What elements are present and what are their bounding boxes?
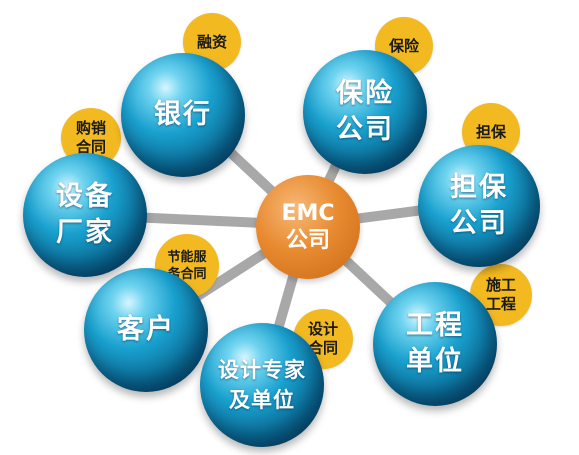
hub-label-line2: 公司 [285, 228, 330, 253]
partner-label-line2: 及单位 [229, 388, 295, 412]
partner-label-line1: 担保 [450, 172, 508, 203]
partner-node-guarantee-company: 担保 公司 [418, 145, 540, 267]
partner-label-line1: 工程 [406, 310, 464, 341]
hub-node-emc-company: EMC 公司 [256, 175, 360, 279]
relation-label-line1: 节能服 [167, 250, 207, 265]
partner-label-line2: 厂家 [56, 217, 114, 248]
relation-label-line2: 合同 [307, 339, 338, 357]
relation-label-line2: 合同 [75, 138, 106, 156]
partner-label-line1: 设计专家 [218, 358, 306, 382]
relation-label-line1: 购销 [75, 119, 106, 137]
partner-label-line1: 保险 [336, 78, 394, 109]
partner-label: 银行 [154, 99, 212, 130]
relation-label: 担保 [475, 122, 506, 141]
relation-label: 融资 [196, 32, 227, 51]
partner-node-engineering-unit: 工程 单位 [373, 282, 497, 406]
relation-label: 保险 [388, 36, 419, 55]
partner-node-insurance-company: 保险 公司 [303, 50, 427, 174]
partner-node-bank: 银行 [121, 53, 245, 177]
partner-label: 客户 [117, 314, 175, 345]
partner-label-line2: 公司 [450, 208, 508, 239]
relation-label-line1: 设计 [307, 320, 338, 338]
partner-label-line2: 单位 [406, 346, 464, 377]
partner-node-design-experts: 设计专家 及单位 [200, 323, 324, 447]
partner-label-line2: 公司 [336, 114, 394, 145]
partner-label-line1: 设备 [56, 181, 114, 212]
hub-label-line1: EMC [281, 201, 335, 226]
relation-label-line2: 工程 [485, 295, 516, 313]
partner-node-customer: 客户 [84, 268, 208, 392]
relation-label-line1: 施工 [485, 276, 516, 294]
partner-node-equipment-manufacturer: 设备 厂家 [23, 153, 147, 277]
